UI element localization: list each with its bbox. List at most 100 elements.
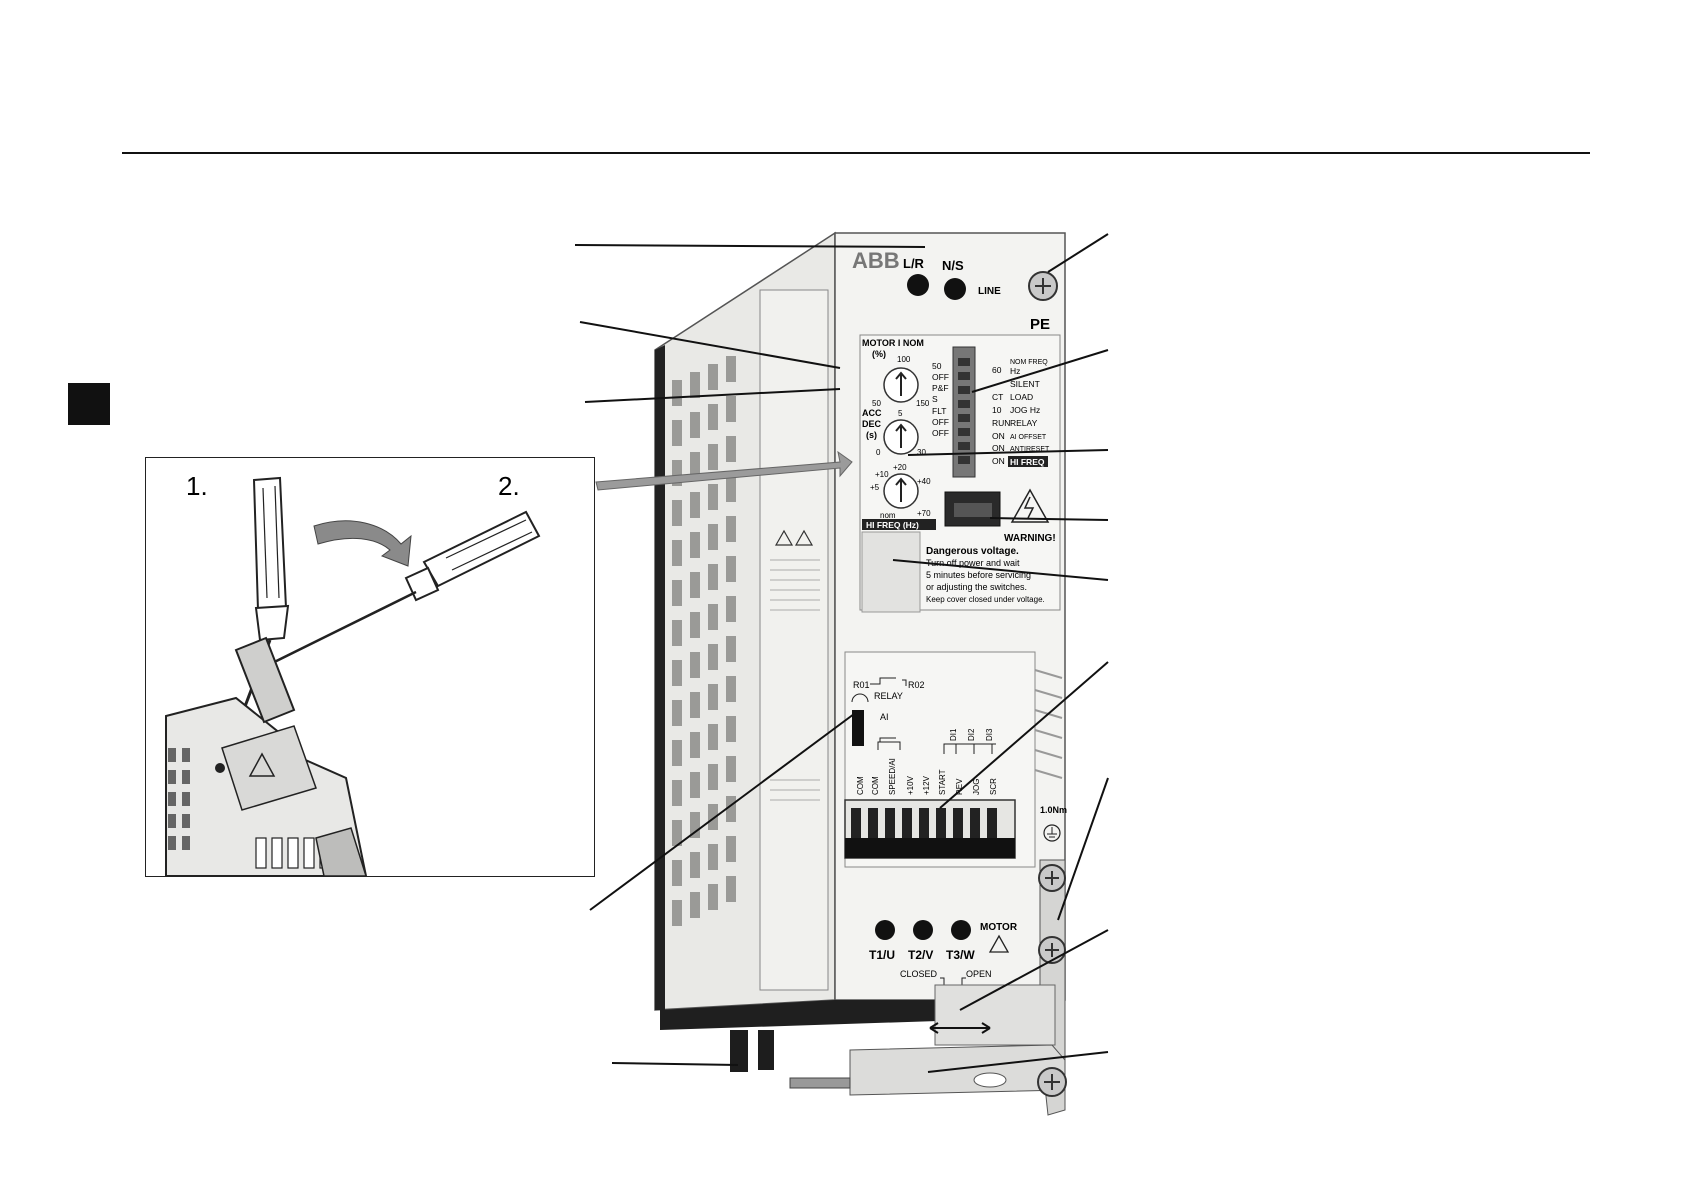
svg-text:60: 60: [992, 365, 1002, 375]
warning-line-2: Turn off power and wait: [926, 558, 1020, 568]
acc-tick-5: 5: [898, 409, 903, 418]
acc-tick-0: 0: [876, 448, 881, 457]
di-labels: DI1 DI2 DI3: [949, 728, 994, 741]
hi-freq-tick-70: +70: [917, 509, 931, 518]
warning-title: WARNING!: [1004, 533, 1056, 544]
motor-warning-icon: [988, 934, 1010, 953]
ai-label: AI: [880, 712, 889, 722]
svg-text:AI OFFSET: AI OFFSET: [1010, 434, 1047, 441]
svg-text:JOG Hz: JOG Hz: [1010, 405, 1040, 415]
svg-text:RELAY: RELAY: [1010, 418, 1038, 428]
svg-text:DI1: DI1: [949, 728, 958, 741]
svg-text:OFF: OFF: [932, 417, 949, 427]
step-1-label: 1.: [186, 471, 208, 501]
relay-contact-icon: [870, 677, 907, 686]
svg-text:REV: REV: [955, 778, 964, 795]
svg-text:ANTIRESET: ANTIRESET: [1010, 446, 1050, 453]
svg-text:P&F: P&F: [932, 383, 949, 393]
closed-label: CLOSED: [900, 969, 938, 979]
motor-terminal-label-t3w: T3/W: [946, 948, 975, 962]
side-vents: [672, 356, 736, 926]
ns-label: N/S: [942, 258, 964, 273]
svg-text:SCR: SCR: [989, 778, 998, 795]
svg-text:ON: ON: [992, 456, 1005, 466]
ai-switch-arc-icon: [851, 693, 869, 703]
hi-freq-tick-5: +5: [870, 483, 880, 492]
svg-text:10: 10: [992, 405, 1002, 415]
motor-terminal-t3w[interactable]: [951, 920, 971, 940]
acc-title: ACC: [862, 408, 882, 418]
header-rule: [122, 152, 1590, 154]
motor-inom-title: MOTOR I NOM: [862, 338, 924, 348]
side-label-sticker: [759, 289, 829, 991]
lightning-icon: [1023, 496, 1035, 519]
warning-line-4: or adjusting the switches.: [926, 582, 1027, 592]
motor-terminal-t2v[interactable]: [913, 920, 933, 940]
svg-text:RUN: RUN: [992, 418, 1010, 428]
relay-r02-label: R02: [908, 680, 925, 690]
inset-drive-corner: [165, 636, 368, 876]
din-clip-left: [730, 1030, 748, 1072]
warning-line-5: Keep cover closed under voltage.: [926, 595, 1045, 604]
svg-text:OFF: OFF: [932, 372, 949, 382]
svg-text:Hz: Hz: [1010, 366, 1020, 376]
motor-terminal-t1u[interactable]: [875, 920, 895, 940]
svg-text:50: 50: [932, 361, 942, 371]
svg-text:DI3: DI3: [985, 728, 994, 741]
din-clip-right: [758, 1030, 774, 1070]
motor-terminal-label-t1u: T1/U: [869, 948, 895, 962]
relay-r01-label: R01: [853, 680, 870, 690]
warning-line-1: Dangerous voltage.: [926, 546, 1019, 557]
motor-terminal-label-t2v: T2/V: [908, 948, 933, 962]
cable-clamp-slider[interactable]: [934, 984, 1056, 1046]
inset-illustration: 1. 2.: [165, 471, 541, 876]
motor-inom-tick-50: 50: [872, 399, 881, 408]
high-voltage-warning-icon: [1010, 488, 1050, 523]
screw-slot-icon: [1045, 943, 1059, 957]
closed-open-brackets: [940, 977, 966, 985]
lr-label: L/R: [903, 256, 925, 271]
svg-text:CT: CT: [992, 392, 1003, 402]
svg-text:DI2: DI2: [967, 728, 976, 741]
pe-screw-slot-icon: [1035, 278, 1051, 294]
motor-inom-tick-100: 100: [897, 355, 911, 364]
svg-text:COM: COM: [871, 776, 880, 795]
lr-terminal-hole[interactable]: [907, 274, 929, 296]
rotate-arrow-icon: [313, 520, 412, 567]
ai-mode-switch[interactable]: [852, 710, 864, 746]
hi-freq-tick-20: +20: [893, 463, 907, 472]
side-warning-triangles: [774, 529, 814, 546]
screw-slot-icon: [1045, 871, 1059, 885]
di-wiring-icon: [943, 743, 996, 754]
pe-label: PE: [1030, 316, 1050, 333]
warning-line-3: 5 minutes before servicing: [926, 570, 1031, 580]
torque-label: 1.0Nm: [1040, 805, 1067, 815]
svg-text:ON: ON: [992, 431, 1005, 441]
hi-freq-dip-label-bg: [1008, 456, 1048, 467]
acc-dec-unit: (s): [866, 430, 877, 440]
relay-label: RELAY: [874, 691, 903, 701]
svg-text:ON: ON: [992, 443, 1005, 453]
dip-right-labels: NOM FREQ Hz SILENT LOAD JOG Hz RELAY AI …: [1010, 359, 1050, 453]
step-2-label: 2.: [498, 471, 520, 501]
hi-freq-label-bg: [862, 519, 936, 530]
io-terminal-base: [845, 838, 1015, 858]
svg-text:SPEED/AI: SPEED/AI: [888, 758, 897, 795]
arrow-up-icon: [895, 371, 907, 396]
hi-freq-label: HI FREQ (Hz): [866, 520, 919, 530]
svg-text:NOM FREQ: NOM FREQ: [1010, 359, 1048, 366]
motor-label: MOTOR: [980, 922, 1018, 933]
io-terminal-labels: COM COM SPEED/AI +10V +12V START REV JOG…: [856, 758, 998, 795]
dip-switch-levers: [958, 358, 970, 464]
svg-text:SILENT: SILENT: [1010, 379, 1040, 389]
relay-cover-slot: [861, 531, 921, 613]
ns-terminal-hole[interactable]: [944, 278, 966, 300]
hi-freq-tick-10: +10: [875, 470, 889, 479]
svg-text:OFF: OFF: [932, 428, 949, 438]
dip-left-values: 50 OFF P&F S FLT OFF OFF: [932, 361, 949, 438]
bracket-slot: [973, 1072, 1007, 1088]
bracket-threaded-bolt: [789, 1077, 851, 1089]
svg-text:FLT: FLT: [932, 406, 946, 416]
side-label-text-lines: [770, 559, 820, 801]
